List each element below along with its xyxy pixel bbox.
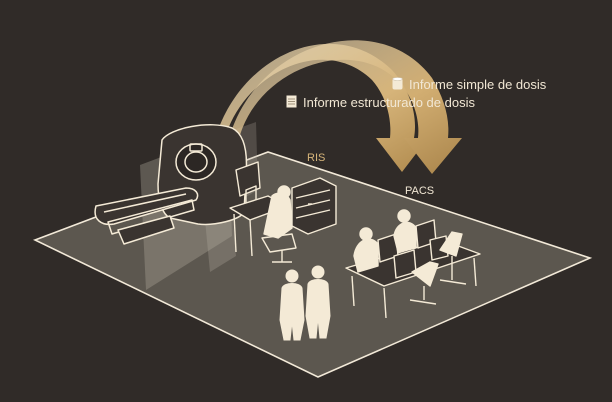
pacs-reading-room	[345, 209, 481, 319]
structured-document-icon	[286, 95, 297, 109]
legend-simple-report-label: Informe simple de dosis	[409, 77, 547, 92]
ct-scanner	[94, 124, 248, 245]
cylinder-document-icon	[392, 77, 403, 91]
standing-staff	[279, 265, 331, 341]
ris-workstation	[229, 161, 337, 263]
ris-label: RIS	[307, 152, 326, 164]
legend-simple-report: Informe simple de dosis	[392, 77, 546, 92]
pacs-label: PACS	[405, 185, 435, 197]
legend-structured-report-label: Informe estructurado de dosis	[303, 95, 475, 110]
arrow-structured-report	[212, 43, 428, 172]
arrow-simple-report	[230, 40, 462, 175]
legend-structured-report: Informe estructurado de dosis	[286, 95, 475, 110]
